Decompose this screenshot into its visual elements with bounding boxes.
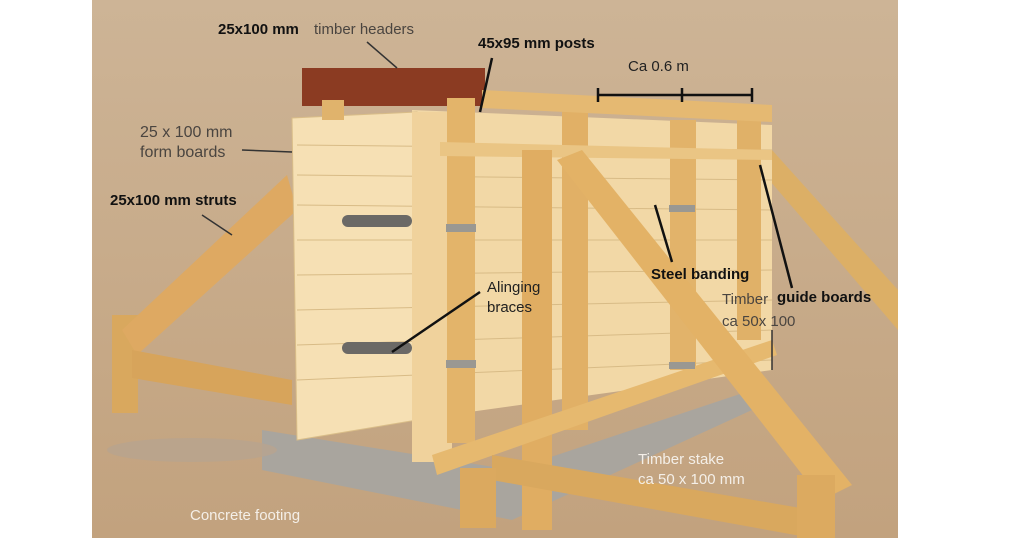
tie-rod (342, 342, 412, 354)
formwork-photo (92, 0, 898, 538)
headers-dimension-label: 25x100 mm (218, 21, 299, 38)
guide-boards-label: guide boards (777, 289, 872, 306)
left-strut (122, 175, 297, 355)
front-strut (557, 150, 852, 500)
right-strut (752, 150, 898, 330)
ground-board (492, 455, 812, 538)
spacing-label: Ca 0.6 m (628, 58, 689, 75)
timber-size-label: ca 50x 100 (722, 313, 796, 330)
timber-stake (460, 468, 496, 528)
top-rail (482, 90, 772, 122)
bottom-rail (432, 340, 777, 475)
stake-label-1: Timber stake (638, 451, 725, 468)
braces-label-1: Alinging (487, 279, 541, 296)
posts-label: 45x95 mm posts (478, 35, 595, 52)
tie-rod (342, 215, 412, 227)
steel-banding-label: Steel banding (651, 266, 750, 283)
form-boards-label-2: form boards (140, 144, 226, 161)
front-panel-edge (412, 112, 452, 462)
left-form-wall (291, 111, 418, 441)
form-boards-label-1: 25 x 100 mm (140, 124, 233, 141)
timber-stake (797, 475, 835, 538)
struts-label: 25x100 mm struts (110, 192, 237, 209)
concrete-footing (262, 390, 752, 520)
braces-label-2: braces (487, 299, 533, 316)
left-ground-board (132, 350, 292, 405)
footing-label: Concrete footing (190, 507, 301, 524)
stake-label-2: ca 50 x 100 mm (638, 471, 745, 488)
headers-name-label: timber headers (314, 21, 415, 38)
timber-label: Timber (722, 291, 769, 308)
